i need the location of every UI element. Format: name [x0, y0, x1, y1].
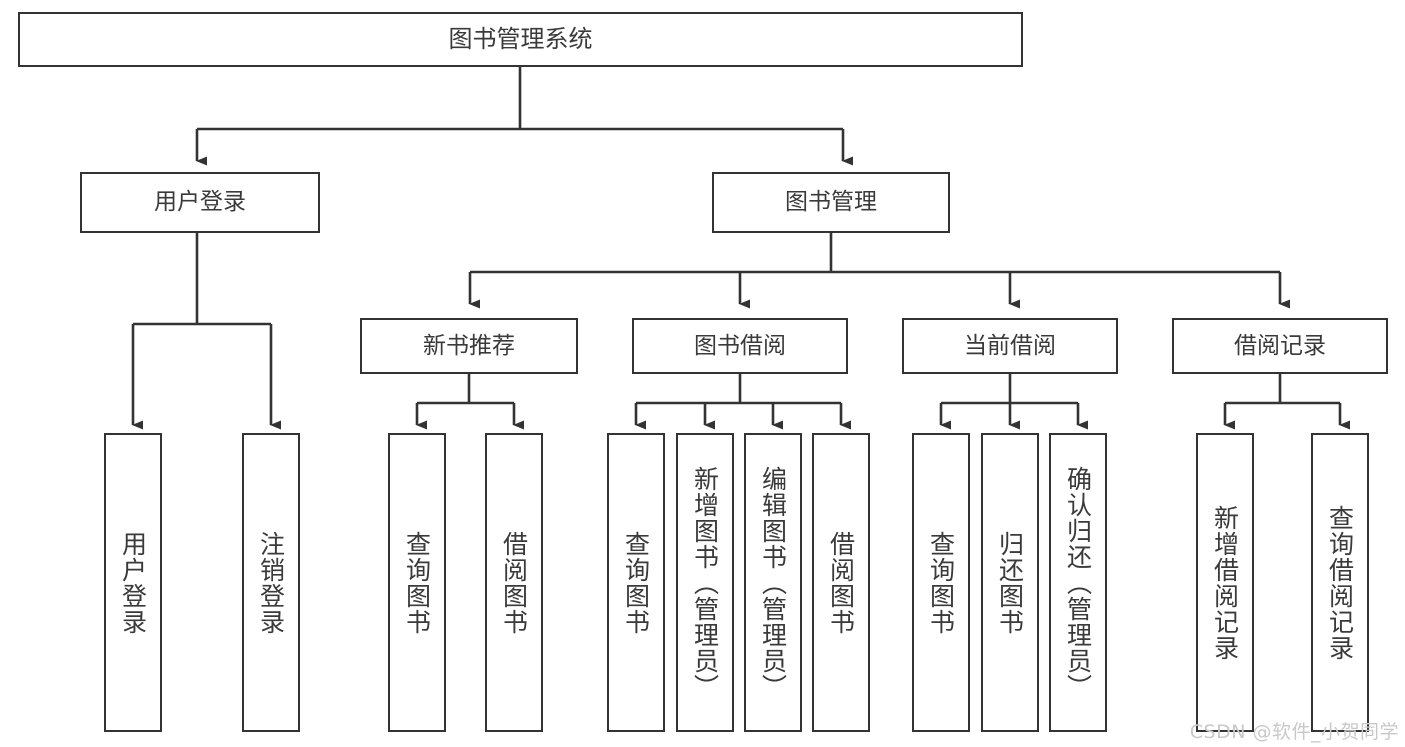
node-label: 查询图书: [621, 530, 651, 635]
leaf-borrow-edit-book-admin[interactable]: 编辑图书（管理员）: [744, 433, 802, 732]
node-book-borrow[interactable]: 图书借阅: [632, 318, 848, 374]
node-user-login[interactable]: 用户登录: [80, 172, 320, 233]
leaf-new-book-borrow[interactable]: 借阅图书: [485, 433, 543, 732]
leaf-current-query-book[interactable]: 查询图书: [912, 433, 970, 732]
leaf-new-book-query[interactable]: 查询图书: [388, 433, 446, 732]
leaf-user-login-login[interactable]: 用户登录: [104, 433, 162, 732]
node-label: 当前借阅: [964, 332, 1056, 359]
node-label: 图书管理系统: [448, 24, 593, 53]
leaf-borrow-borrow-book[interactable]: 借阅图书: [812, 433, 870, 732]
node-label: 编辑图书（管理员）: [758, 465, 788, 700]
node-label: 归还图书: [995, 530, 1025, 635]
leaf-borrow-add-book-admin[interactable]: 新增图书（管理员）: [676, 433, 734, 732]
node-label: 图书管理: [785, 189, 877, 216]
leaf-current-return-book[interactable]: 归还图书: [981, 433, 1039, 732]
watermark: CSDN @软件_小贺同学: [1189, 721, 1399, 743]
node-label: 查询图书: [402, 530, 432, 635]
node-label: 新增图书（管理员）: [690, 465, 720, 700]
node-label: 图书借阅: [694, 332, 786, 359]
node-borrow-record[interactable]: 借阅记录: [1172, 318, 1388, 374]
node-label: 借阅图书: [499, 530, 529, 635]
node-label: 借阅图书: [826, 530, 856, 635]
node-book-management[interactable]: 图书管理: [712, 172, 950, 233]
leaf-record-add[interactable]: 新增借阅记录: [1196, 433, 1254, 732]
node-current-borrow[interactable]: 当前借阅: [902, 318, 1118, 374]
leaf-current-confirm-return-admin[interactable]: 确认归还（管理员）: [1049, 433, 1107, 732]
node-label: 新书推荐: [423, 332, 515, 359]
leaf-borrow-query-book[interactable]: 查询图书: [607, 433, 665, 732]
node-label: 查询图书: [926, 530, 956, 635]
node-label: 确认归还（管理员）: [1063, 465, 1093, 700]
node-label: 用户登录: [118, 530, 148, 635]
leaf-user-login-logout[interactable]: 注销登录: [242, 433, 300, 732]
node-label: 查询借阅记录: [1325, 504, 1355, 661]
node-new-book-recommend[interactable]: 新书推荐: [360, 318, 578, 374]
node-label: 用户登录: [154, 189, 246, 216]
leaf-record-query[interactable]: 查询借阅记录: [1311, 433, 1369, 732]
node-label: 注销登录: [256, 530, 286, 635]
node-label: 新增借阅记录: [1210, 504, 1240, 661]
node-label: 借阅记录: [1234, 332, 1326, 359]
node-root-system[interactable]: 图书管理系统: [18, 12, 1023, 67]
